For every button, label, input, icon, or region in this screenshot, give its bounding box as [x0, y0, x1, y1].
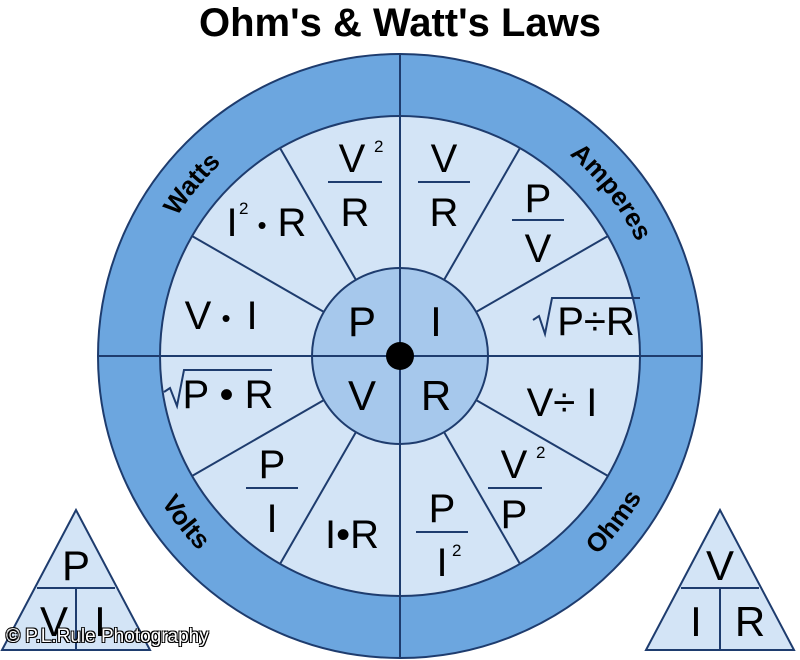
svg-text:2: 2 — [374, 137, 383, 156]
svg-text:2: 2 — [239, 199, 248, 218]
formula-i-times-r: I•R — [325, 513, 379, 557]
svg-text:•: • — [221, 303, 230, 333]
svg-text:I: I — [246, 294, 257, 338]
svg-text:V÷ I: V÷ I — [527, 381, 598, 425]
svg-text:V: V — [525, 227, 552, 271]
svg-text:R: R — [430, 191, 459, 235]
svg-text:V: V — [339, 137, 366, 181]
formula-sqrt-p-div-r: P÷R — [532, 297, 640, 344]
formula-v-times-i: V • I — [185, 294, 258, 338]
svg-text:I: I — [94, 598, 106, 645]
svg-text:P: P — [525, 177, 552, 221]
svg-text:R: R — [735, 598, 765, 645]
center-i: I — [430, 298, 442, 345]
svg-text:I: I — [436, 541, 447, 585]
formula-v-over-r: V R — [418, 137, 470, 235]
formula-p-over-v: P V — [512, 177, 564, 271]
center-r: R — [421, 372, 451, 419]
svg-text:I•R: I•R — [325, 513, 379, 557]
photo-credit: © P.L.Rule Photography — [6, 626, 209, 647]
center-v: V — [348, 372, 376, 419]
formula-v-squared-over-r: V 2 R — [328, 137, 383, 235]
formula-i-squared-times-r: I 2 • R — [226, 199, 306, 245]
svg-text:P: P — [501, 493, 528, 537]
formula-sqrt-p-times-r: P • R — [163, 369, 274, 417]
formula-p-over-i-squared: P I 2 — [416, 487, 468, 585]
svg-text:P: P — [429, 487, 456, 531]
svg-text:•: • — [257, 210, 266, 240]
svg-text:V: V — [185, 294, 212, 338]
triangle-right: V I R — [644, 507, 796, 651]
svg-text:V: V — [431, 137, 458, 181]
svg-text:P÷R: P÷R — [557, 300, 635, 344]
triangle-left: P V I — [0, 507, 152, 651]
svg-text:I: I — [226, 201, 237, 245]
svg-text:2: 2 — [536, 443, 545, 462]
svg-text:2: 2 — [452, 541, 461, 560]
center-p: P — [348, 298, 376, 345]
hub-dot — [386, 342, 414, 370]
segment-spokes — [160, 116, 640, 596]
svg-text:P: P — [62, 542, 90, 589]
svg-text:R: R — [341, 191, 370, 235]
svg-text:V: V — [40, 598, 68, 645]
formula-v-div-i: V÷ I — [527, 381, 598, 425]
formula-v-squared-over-p: V 2 P — [488, 443, 545, 537]
svg-text:R: R — [278, 201, 307, 245]
svg-text:P • R: P • R — [182, 373, 273, 417]
svg-text:I: I — [690, 598, 702, 645]
svg-text:P: P — [259, 443, 286, 487]
page-title: Ohm's & Watt's Laws — [198, 1, 602, 45]
svg-text:V: V — [501, 443, 528, 487]
formula-p-over-i: P I — [246, 443, 298, 541]
svg-text:I: I — [266, 497, 277, 541]
svg-text:V: V — [706, 542, 734, 589]
